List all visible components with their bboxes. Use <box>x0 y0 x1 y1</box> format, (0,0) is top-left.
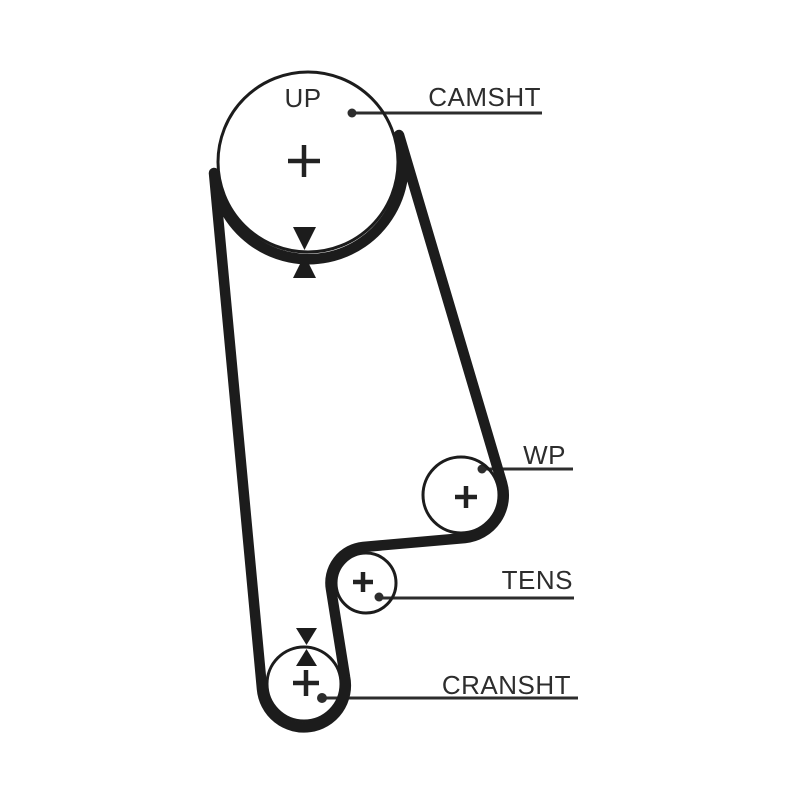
tensioner-leader-dot <box>374 592 384 602</box>
tensioner-label: TENS <box>502 565 573 595</box>
tensioner-center-cross-icon <box>353 572 373 592</box>
camshaft-label: CAMSHT <box>428 82 541 112</box>
crankshaft-leader-line <box>317 693 578 703</box>
camshaft-pulley <box>216 70 400 254</box>
camshaft-leader-dot <box>347 108 357 118</box>
crankshaft-center-cross-icon <box>293 670 319 696</box>
timing-belt <box>208 129 509 733</box>
camshaft-alignment-marks-icon <box>293 227 316 278</box>
crankshaft-alignment-marks-icon <box>296 628 317 666</box>
up-label: UP <box>284 83 321 113</box>
water-pump-label: WP <box>523 440 566 470</box>
tensioner-pulley <box>334 551 398 615</box>
tensioner-leader-line <box>374 592 574 602</box>
camshaft-center-cross-icon <box>288 145 320 177</box>
water-pump-center-cross-icon <box>455 486 477 508</box>
crankshaft-label: CRANSHT <box>442 670 571 700</box>
crankshaft-leader-dot <box>317 693 327 703</box>
